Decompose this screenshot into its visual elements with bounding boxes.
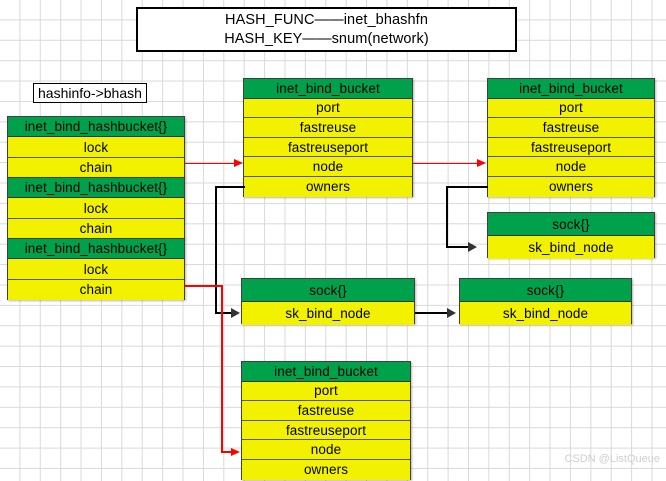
bucket-top-right-field-fastreuse: fastreuse	[488, 118, 654, 138]
bucket-bottom-title: inet_bind_bucket	[242, 362, 410, 382]
arrowhead-bucket-left-to-bucket-right	[477, 158, 486, 167]
hashbucket-0-field-chain: chain	[8, 157, 184, 179]
link-bucket-right-owners-v	[446, 186, 448, 247]
hashbucket-2-field-lock: lock	[8, 259, 184, 280]
link-bucket-right-owners-h1	[446, 186, 488, 188]
hashbucket-0: inet_bind_hashbucket{} lock chain	[7, 116, 185, 179]
link-bucket-left-owners-h2	[215, 312, 235, 314]
link-chain2-h1	[185, 285, 223, 287]
hashbucket-1-field-lock: lock	[8, 198, 184, 219]
bucket-top-right: inet_bind_bucket port fastreuse fastreus…	[487, 78, 655, 197]
sock-right-upper-field-sk-bind-node: sk_bind_node	[488, 236, 654, 259]
bucket-bottom-field-fastreuseport: fastreuseport	[242, 420, 410, 441]
sock-right-upper-title: sock{}	[488, 213, 654, 236]
sock-right-lower-title: sock{}	[460, 279, 631, 302]
bucket-top-right-title: inet_bind_bucket	[488, 79, 654, 99]
bucket-top-left-title: inet_bind_bucket	[244, 79, 412, 99]
bucket-bottom-field-fastreuse: fastreuse	[242, 401, 410, 421]
bucket-top-left-field-owners: owners	[244, 176, 412, 197]
bucket-bottom-field-port: port	[242, 381, 410, 402]
hashinfo-bhash-label: hashinfo->bhash	[33, 83, 147, 103]
link-bucket-left-to-bucket-right	[413, 162, 480, 164]
link-chain2-v	[221, 285, 223, 452]
sock-middle-field-sk-bind-node: sk_bind_node	[242, 302, 414, 325]
arrowhead-chain0-to-bucket-left	[234, 158, 243, 167]
legend-line-hash-func: HASH_FUNC——inet_bhashfn	[225, 11, 428, 28]
sock-middle-title: sock{}	[242, 279, 414, 302]
sock-middle: sock{} sk_bind_node	[241, 278, 415, 325]
bucket-top-right-field-port: port	[488, 98, 654, 119]
bucket-top-left-field-port: port	[244, 98, 412, 119]
sock-right-lower: sock{} sk_bind_node	[459, 278, 632, 325]
hashbucket-2-title: inet_bind_hashbucket{}	[8, 239, 184, 260]
sock-right-lower-field-sk-bind-node: sk_bind_node	[460, 302, 631, 325]
hashbucket-1-field-chain: chain	[8, 218, 184, 240]
bucket-top-left-field-node: node	[244, 157, 412, 177]
hashbucket-0-field-lock: lock	[8, 137, 184, 158]
bucket-top-left-field-fastreuse: fastreuse	[244, 118, 412, 138]
legend-box: HASH_FUNC——inet_bhashfn HASH_KEY——snum(n…	[136, 7, 517, 52]
link-bucket-right-owners-h2	[446, 246, 471, 248]
arrowhead-to-sock-middle	[231, 308, 240, 318]
sock-right-upper: sock{} sk_bind_node	[487, 212, 655, 259]
link-bucket-left-owners-v	[215, 186, 217, 313]
hashbucket-2-field-chain: chain	[8, 279, 184, 301]
link-chain0-to-bucket-left	[185, 162, 237, 164]
bucket-top-right-field-fastreuseport: fastreuseport	[488, 137, 654, 158]
hashbucket-0-title: inet_bind_hashbucket{}	[8, 117, 184, 138]
bucket-top-right-field-node: node	[488, 157, 654, 177]
arrowhead-to-sock-right-upper	[468, 242, 477, 252]
legend-line-hash-key: HASH_KEY——snum(network)	[224, 30, 429, 47]
bucket-top-left-field-fastreuseport: fastreuseport	[244, 137, 412, 158]
link-chain2-h2	[221, 451, 234, 453]
bucket-bottom-field-owners: owners	[242, 459, 410, 480]
hashbucket-1-title: inet_bind_hashbucket{}	[8, 178, 184, 199]
link-bucket-left-owners-h1	[215, 186, 245, 188]
arrowhead-sock-middle-to-sock-right-lower	[447, 308, 456, 318]
bucket-bottom-field-node: node	[242, 440, 410, 460]
bucket-top-right-field-owners: owners	[488, 176, 654, 197]
bucket-top-left: inet_bind_bucket port fastreuse fastreus…	[243, 78, 413, 197]
hashbucket-1: inet_bind_hashbucket{} lock chain	[7, 177, 185, 240]
link-sock-middle-to-sock-right-lower	[415, 312, 449, 314]
hashbucket-2: inet_bind_hashbucket{} lock chain	[7, 238, 185, 301]
watermark-text: CSDN @ListQueue	[564, 453, 660, 465]
arrowhead-chain2-to-bucket-bottom	[231, 447, 240, 456]
bucket-bottom: inet_bind_bucket port fastreuse fastreus…	[241, 361, 411, 480]
